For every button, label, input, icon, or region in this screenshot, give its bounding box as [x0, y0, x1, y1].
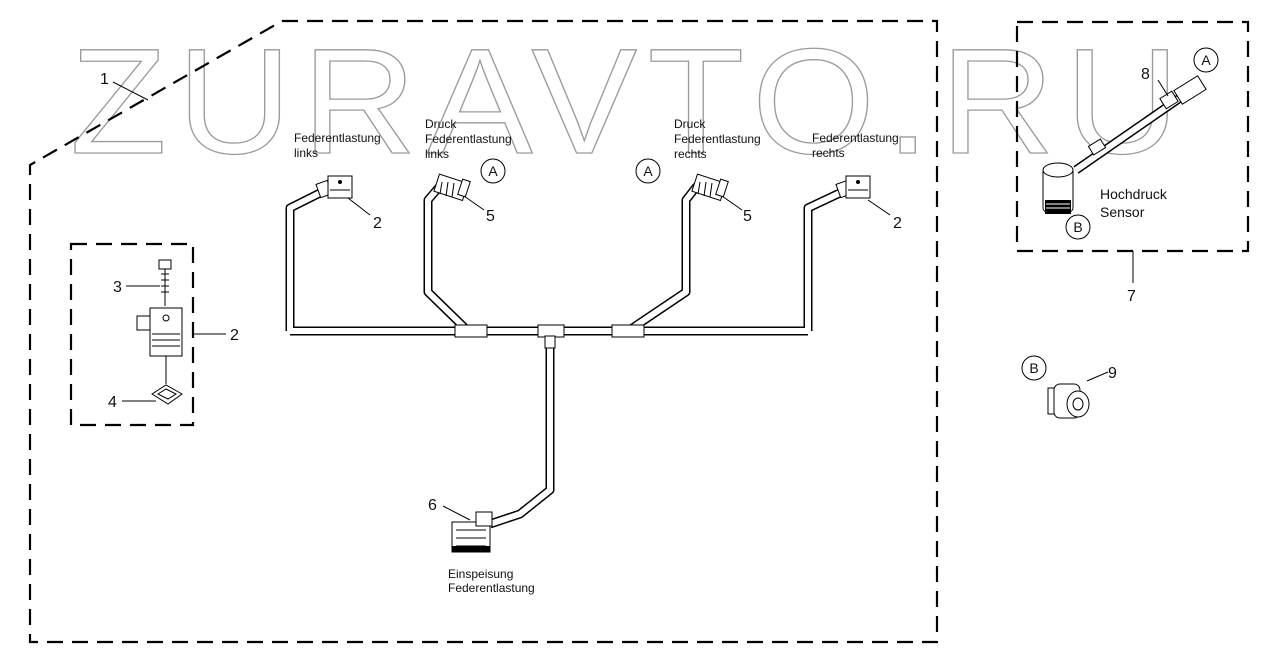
sensor-adapter-part: [1047, 383, 1090, 419]
ref-circle-b-sensor: B: [1065, 214, 1091, 240]
connector-einspeisung: [451, 511, 493, 553]
sensor-cable: [1042, 75, 1207, 214]
callout-4: 4: [108, 394, 117, 411]
callout-2-detail: 2: [230, 327, 239, 344]
connector-federentlastung-links: [315, 175, 353, 199]
label-druck-rechts: Druck Federentlastung rechts: [674, 117, 764, 161]
ref-circle-a-left: A: [480, 158, 506, 184]
ref-circle-a-sensor: A: [1193, 47, 1219, 73]
callout-2-right: 2: [893, 215, 902, 232]
ref-letter: A: [1201, 52, 1211, 68]
connector-druck-links: [433, 173, 471, 202]
main-assembly-boundary: [28, 19, 939, 644]
label-federentlastung-links: Federentlastung links: [294, 131, 384, 160]
callout-1: 1: [100, 71, 109, 88]
label-einspeisung: Einspeisung Federentlastung: [448, 567, 535, 595]
callout-7: 7: [1127, 288, 1136, 305]
ref-circle-b-part: B: [1021, 355, 1047, 381]
detail-parts: [136, 259, 183, 405]
connector-federentlastung-rechts: [835, 175, 871, 199]
callout-6: 6: [428, 497, 437, 514]
callout-3: 3: [113, 279, 122, 296]
label-federentlastung-rechts: Federentlastung rechts: [812, 131, 902, 160]
callout-5-right: 5: [743, 208, 752, 225]
ref-circle-a-right: A: [635, 158, 661, 184]
ref-letter: B: [1073, 219, 1082, 235]
callout-8: 8: [1141, 66, 1150, 83]
callout-9: 9: [1108, 365, 1117, 382]
label-druck-links: Druck Federentlastung links: [425, 117, 515, 161]
harness-wires: [285, 183, 844, 529]
ref-letter: A: [488, 163, 498, 179]
leader-lines: [112, 79, 1169, 521]
ref-letter: A: [643, 163, 653, 179]
label-hochdruck-sensor: Hochdruck Sensor: [1100, 186, 1171, 220]
watermark: ZURAVTO.RU: [70, 17, 1190, 185]
ref-letter: B: [1029, 360, 1038, 376]
callout-2-left: 2: [373, 215, 382, 232]
connector-druck-rechts: [691, 173, 729, 202]
callout-5-left: 5: [486, 208, 495, 225]
